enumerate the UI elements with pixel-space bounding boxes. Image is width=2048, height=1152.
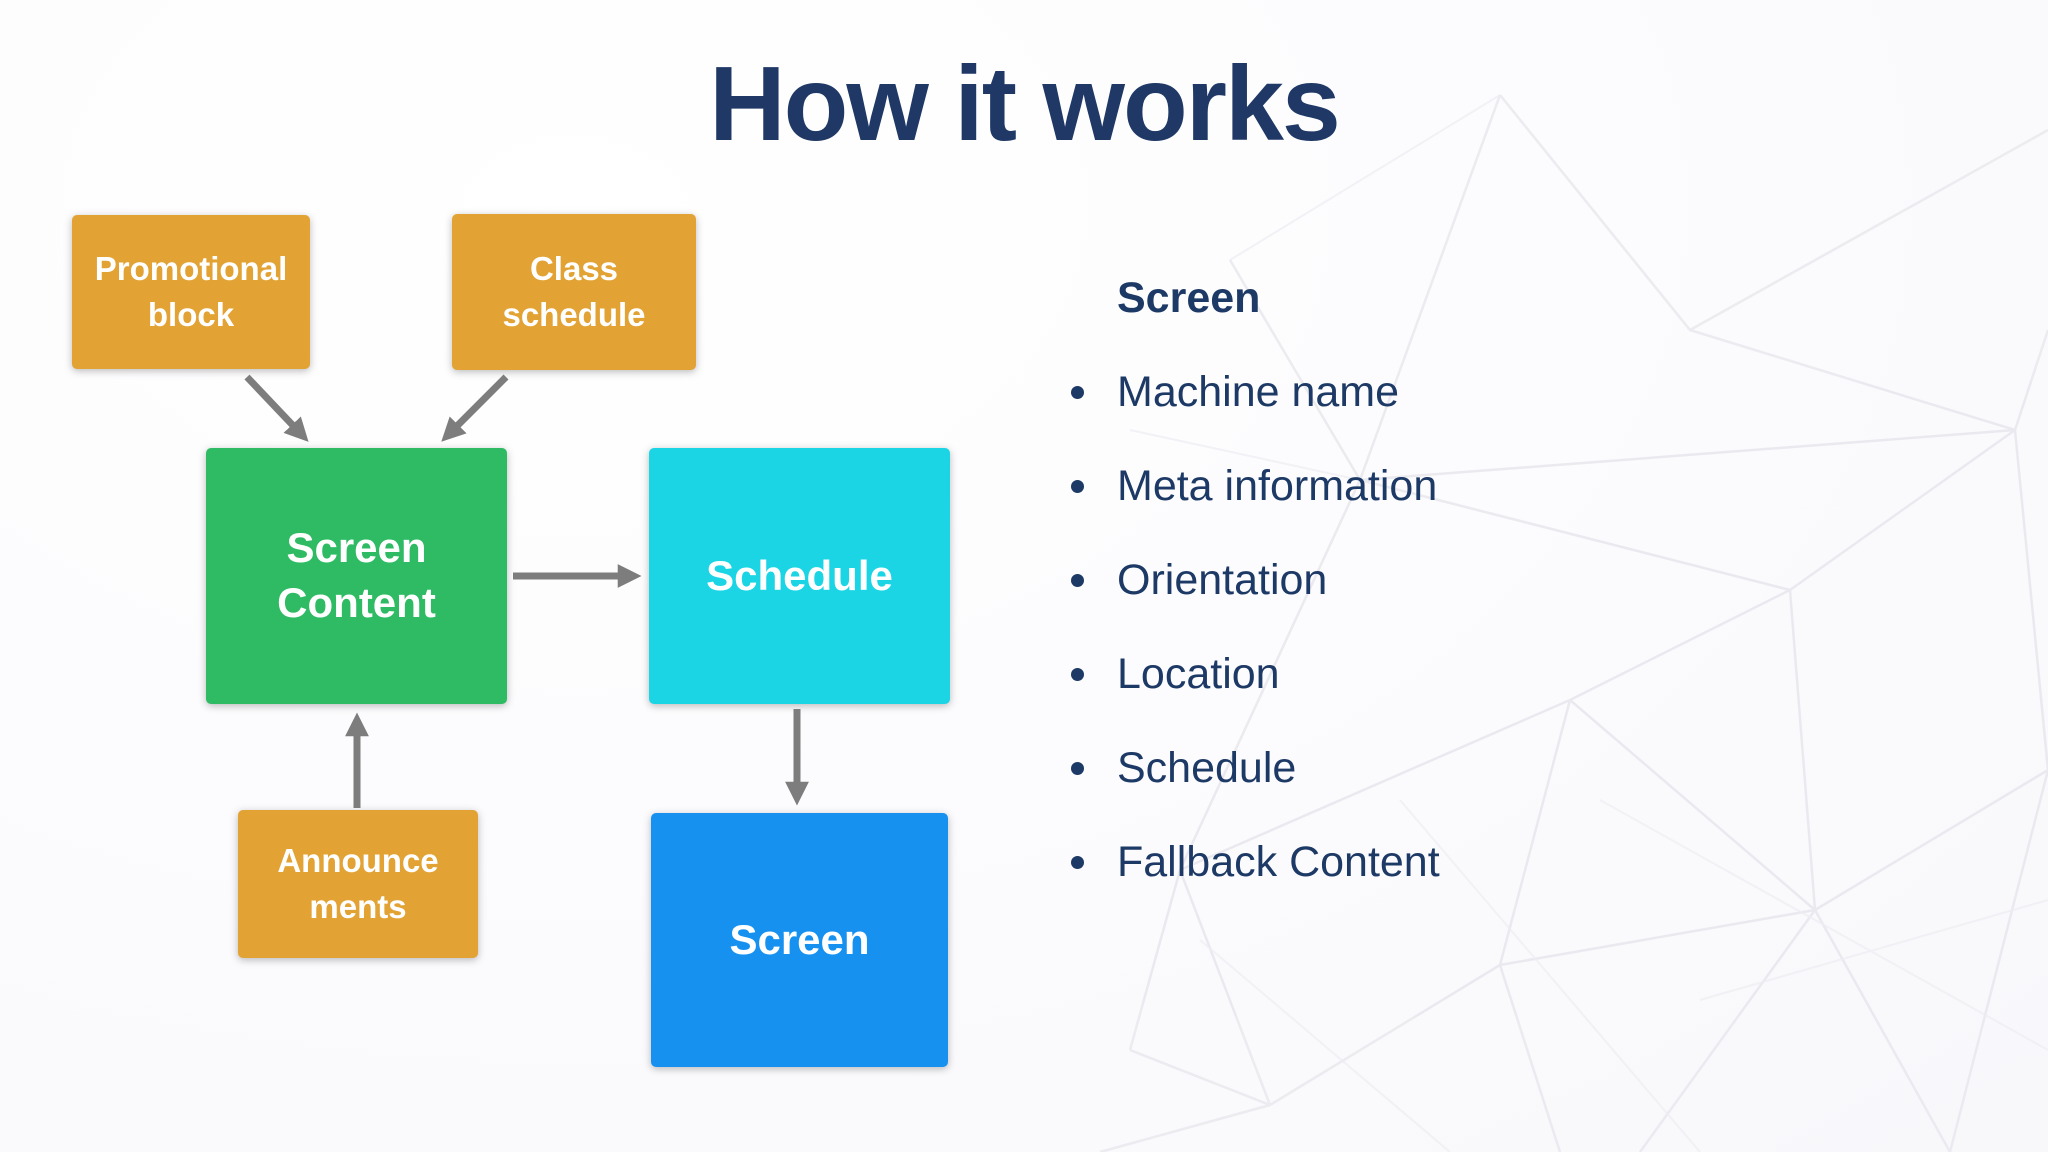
bullet-dot [1071, 667, 1084, 681]
node-promotional-block-label-line2: block [147, 296, 235, 333]
list-item-label: Fallback Content [1117, 837, 1440, 886]
screen-properties-panel: Screen Machine name Meta information Ori… [1056, 251, 1616, 909]
list-item: Schedule [1056, 721, 1616, 815]
node-screen-content-label-line2: Content [277, 579, 436, 626]
node-class-schedule-label-line2: schedule [502, 296, 646, 333]
list-item: Orientation [1056, 533, 1616, 627]
node-class-schedule-label-line1: Class [529, 249, 619, 287]
list-item: Machine name [1056, 345, 1616, 439]
node-announcements-label-line1: Announce [277, 841, 439, 879]
node-announcements: Announce ments [238, 810, 478, 958]
list-item-label: Schedule [1117, 743, 1297, 792]
node-schedule-label: Schedule [706, 551, 893, 599]
list-item: Fallback Content [1056, 815, 1616, 909]
arrow-promotional-to-screen-content [244, 374, 309, 442]
panel-heading-label: Screen [1117, 273, 1261, 322]
list-item-label: Meta information [1117, 461, 1438, 510]
page-title: How it works [709, 45, 1341, 163]
bullet-dot [1071, 855, 1084, 869]
list-item: Meta information [1056, 439, 1616, 533]
bullet-dot [1071, 385, 1084, 399]
node-screen-label: Screen [729, 915, 870, 963]
list-item-label: Orientation [1117, 555, 1328, 604]
node-promotional-block: Promotional block [72, 215, 310, 369]
panel-heading: Screen [1056, 251, 1616, 345]
list-item: Location [1056, 627, 1616, 721]
node-screen: Screen [651, 813, 948, 1067]
node-class-schedule: Class schedule [452, 214, 696, 370]
node-announcements-label-line2: ments [309, 888, 407, 925]
node-promotional-block-label-line1: Promotional [94, 249, 288, 287]
bullet-dot [1071, 479, 1084, 493]
arrow-class-schedule-to-screen-content [441, 374, 509, 442]
node-schedule: Schedule [649, 448, 950, 704]
list-item-label: Location [1117, 649, 1280, 698]
node-screen-content: Screen Content [206, 448, 507, 704]
list-item-label: Machine name [1117, 367, 1400, 416]
bullet-dot [1071, 573, 1084, 587]
bullet-dot [1071, 761, 1084, 775]
node-screen-content-label-line1: Screen [286, 524, 427, 572]
